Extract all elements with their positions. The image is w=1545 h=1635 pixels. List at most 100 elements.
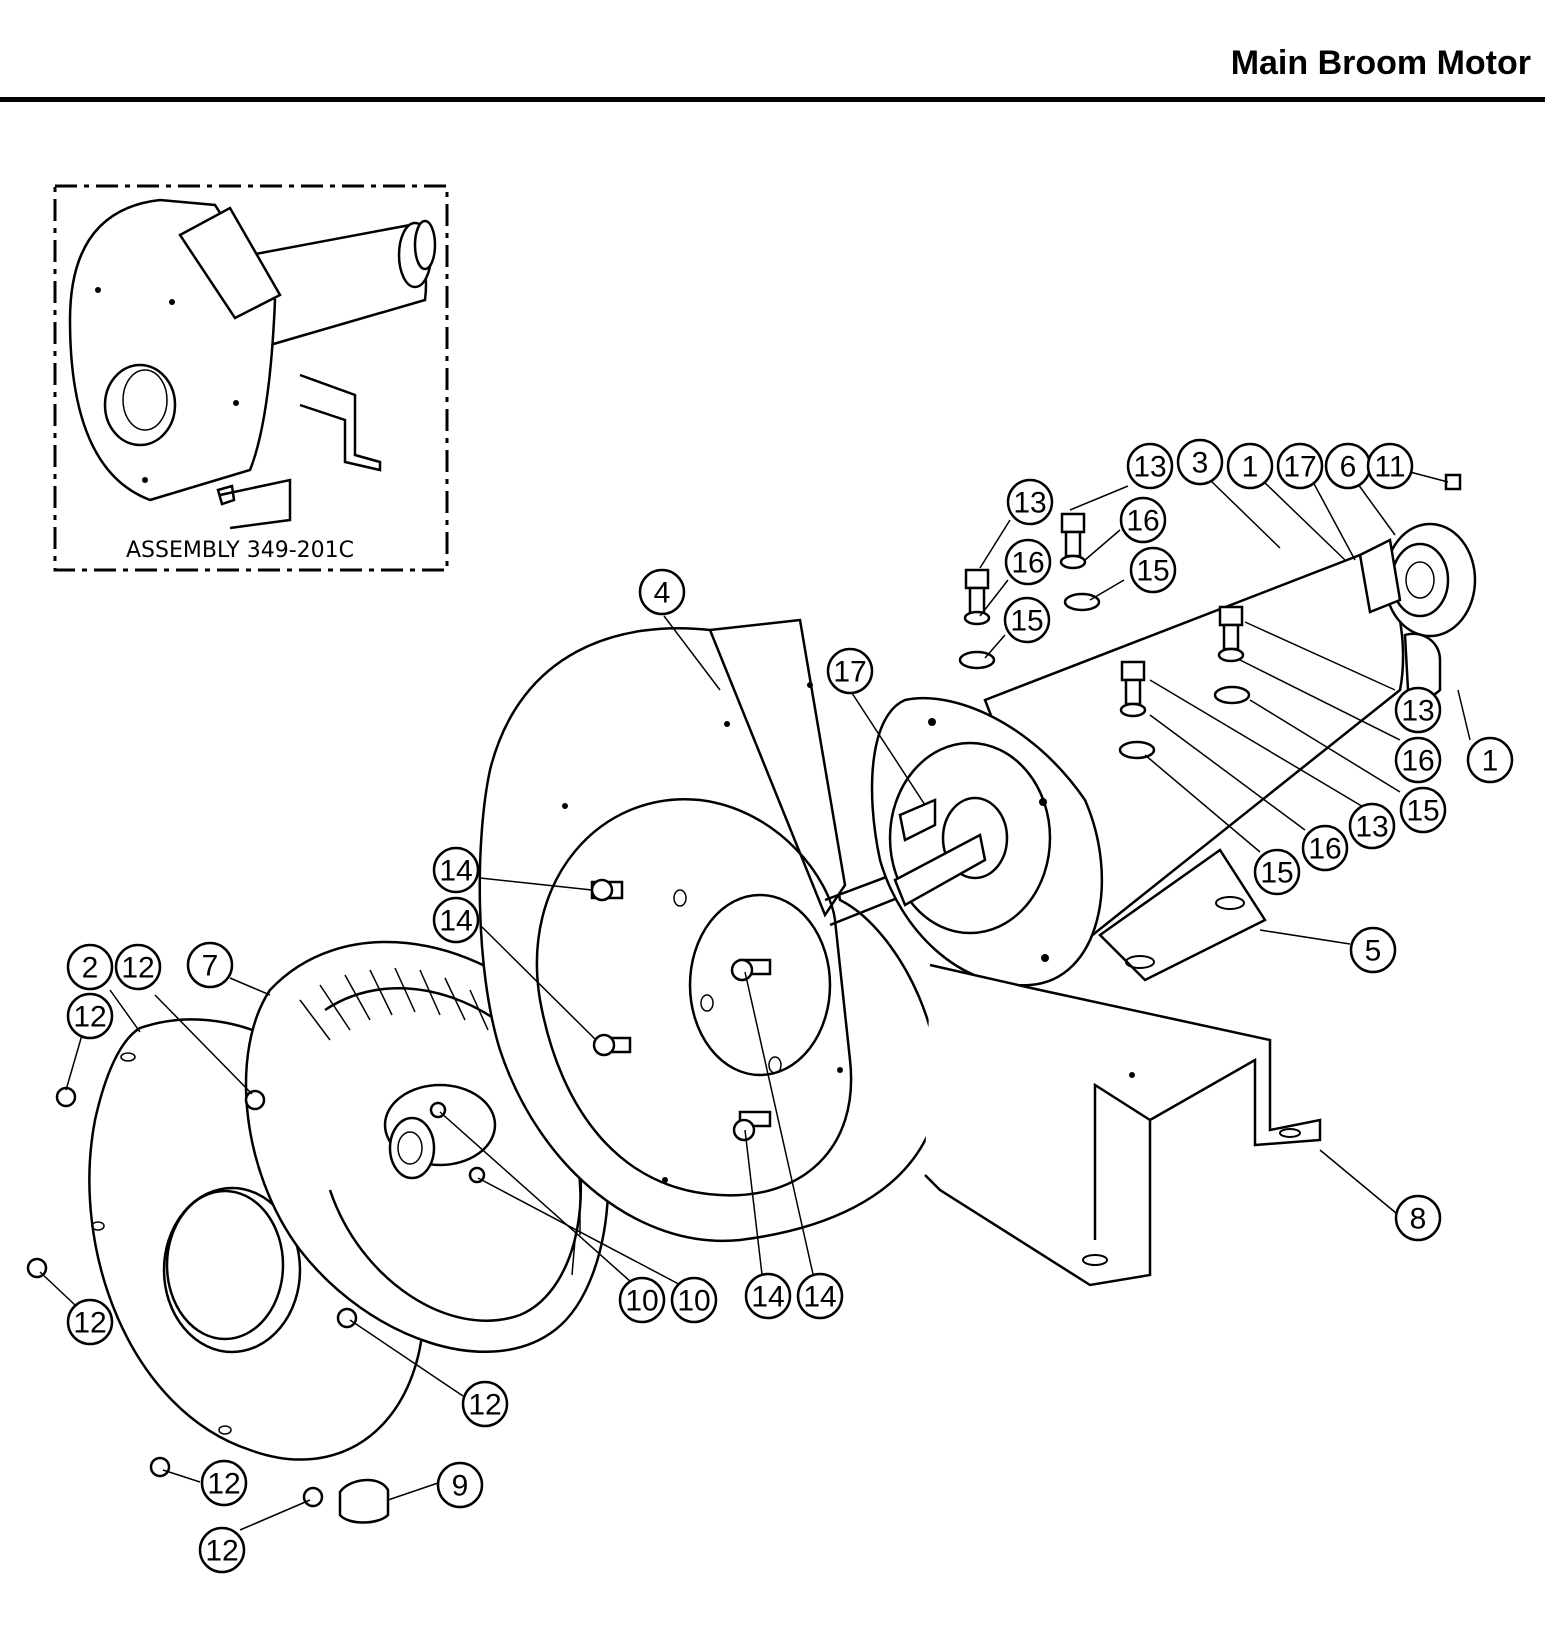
callout-circle <box>66 943 114 991</box>
callout-12: 12 <box>198 1526 246 1574</box>
callout-16: 16 <box>1004 538 1052 586</box>
leader-lines <box>39 471 1471 1531</box>
stud-14a <box>590 878 624 902</box>
bolt-13b <box>1060 512 1086 558</box>
callout-circle <box>1004 538 1052 586</box>
washer-16a <box>963 610 991 626</box>
callout-label: 14 <box>803 1281 836 1314</box>
callout-15: 15 <box>1399 786 1447 834</box>
callout-label: 11 <box>1374 451 1405 484</box>
callout-label: 16 <box>1011 547 1044 580</box>
stud-14b <box>592 1033 632 1057</box>
washer-15b <box>1063 592 1101 612</box>
bolt-13a <box>964 568 990 616</box>
callout-circle <box>200 1459 248 1507</box>
callout-14: 14 <box>796 1272 844 1320</box>
header-rule <box>0 97 1545 102</box>
callout-circle <box>114 943 162 991</box>
callout-circle <box>1176 438 1224 486</box>
clip-9 <box>338 1478 390 1524</box>
callout-3: 3 <box>1176 438 1224 486</box>
callout-label: 15 <box>1136 555 1169 588</box>
plug-11 <box>1444 473 1462 491</box>
callout-label: 17 <box>833 656 866 689</box>
callout-label: 1 <box>1482 745 1499 778</box>
callout-circle <box>1394 686 1442 734</box>
callout-circle <box>744 1272 792 1320</box>
screw-12f <box>302 1486 324 1508</box>
callout-label: 12 <box>207 1468 240 1501</box>
washer-15a <box>958 650 996 670</box>
callout-label: 10 <box>677 1285 710 1318</box>
callout-17: 17 <box>826 647 874 695</box>
stud-14c <box>730 958 772 982</box>
callout-6: 6 <box>1324 442 1372 490</box>
callout-circle <box>66 992 114 1040</box>
callout-label: 10 <box>625 1285 658 1318</box>
washer-16b <box>1059 554 1087 570</box>
callout-8: 8 <box>1394 1194 1442 1242</box>
callout-circle <box>1006 478 1054 526</box>
callout-label: 1 <box>1242 451 1259 484</box>
callout-circle <box>826 647 874 695</box>
screw-12e <box>149 1456 171 1478</box>
callout-12: 12 <box>114 943 162 991</box>
callout-circle <box>1253 848 1301 896</box>
callout-label: 12 <box>121 952 154 985</box>
callout-label: 12 <box>73 1307 106 1340</box>
callout-circle <box>1276 442 1324 490</box>
callout-label: 14 <box>439 855 472 888</box>
callout-label: 15 <box>1406 795 1439 828</box>
callout-circle <box>1003 596 1051 644</box>
callout-13: 13 <box>1348 802 1396 850</box>
callout-label: 12 <box>73 1001 106 1034</box>
callout-circle <box>618 1276 666 1324</box>
callout-circle <box>1399 786 1447 834</box>
callout-circle <box>66 1298 114 1346</box>
callout-17: 17 <box>1276 442 1324 490</box>
screw-12a <box>55 1086 77 1108</box>
callout-circle <box>1301 824 1349 872</box>
callout-circle <box>1394 1194 1442 1242</box>
callout-5: 5 <box>1349 926 1397 974</box>
callout-circle <box>436 1461 484 1509</box>
callout-label: 16 <box>1401 745 1434 778</box>
washer-16d <box>1119 702 1147 718</box>
callout-circle <box>670 1276 718 1324</box>
callout-label: 2 <box>82 952 99 985</box>
callout-14: 14 <box>744 1272 792 1320</box>
callout-circle <box>432 896 480 944</box>
callout-2: 2 <box>66 943 114 991</box>
screw-12d <box>336 1307 358 1329</box>
callout-label: 7 <box>202 950 219 983</box>
callout-circle <box>1126 442 1174 490</box>
callout-15: 15 <box>1253 848 1301 896</box>
callout-13: 13 <box>1126 442 1174 490</box>
callout-15: 15 <box>1129 546 1177 594</box>
stud-14d <box>732 1110 772 1142</box>
motor-mount-and-bracket <box>924 848 1322 1287</box>
callout-label: 8 <box>1410 1203 1427 1236</box>
callout-label: 12 <box>468 1389 501 1422</box>
motor <box>870 522 1477 987</box>
callout-label: 6 <box>1340 451 1357 484</box>
callout-circle <box>1226 442 1274 490</box>
screw-12b <box>244 1089 266 1111</box>
callout-label: 9 <box>452 1470 469 1503</box>
callout-circle <box>1349 926 1397 974</box>
callout-15: 15 <box>1003 596 1051 644</box>
washer-15d <box>1118 740 1156 760</box>
callout-label: 15 <box>1010 605 1043 638</box>
callout-label: 5 <box>1365 935 1382 968</box>
callout-label: 13 <box>1355 811 1388 844</box>
bolt-13d <box>1120 660 1146 706</box>
callout-12: 12 <box>200 1459 248 1507</box>
callout-label: 4 <box>654 577 671 610</box>
callout-13: 13 <box>1006 478 1054 526</box>
callout-14: 14 <box>432 896 480 944</box>
callout-11: 11 <box>1366 442 1414 490</box>
callout-circle <box>1466 736 1514 784</box>
callout-4: 4 <box>638 568 686 616</box>
